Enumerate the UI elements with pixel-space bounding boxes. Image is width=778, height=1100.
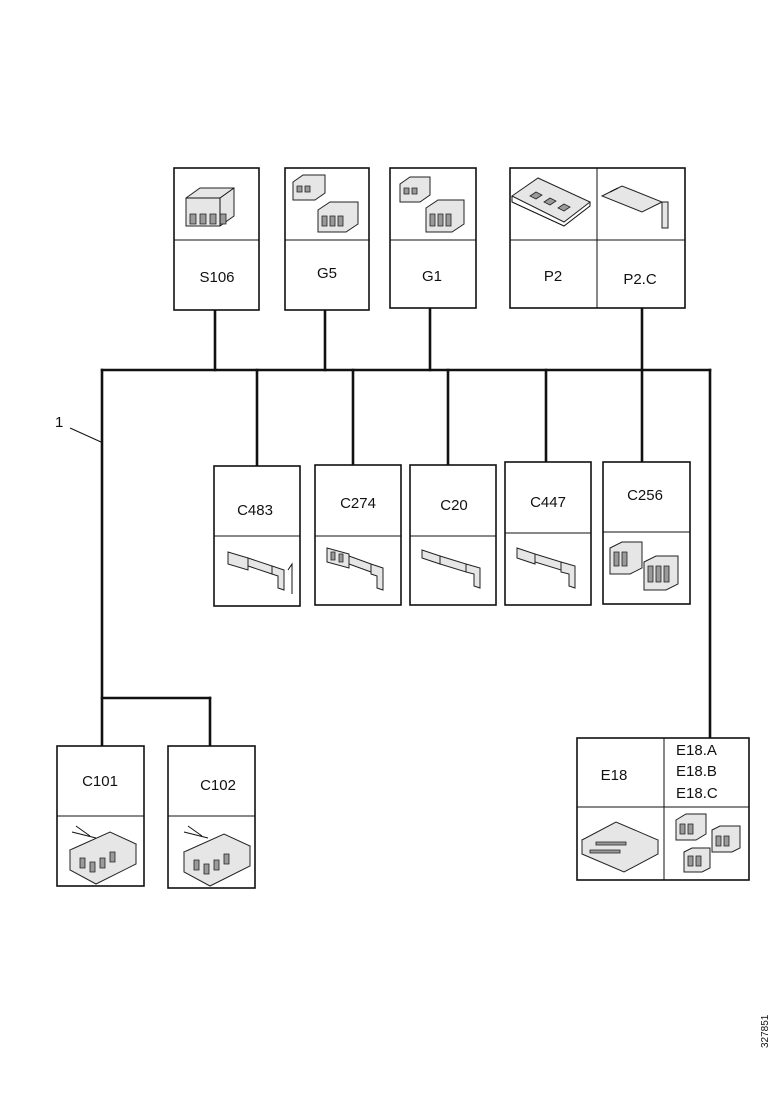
e18a-label: E18.A xyxy=(676,742,717,759)
connector-c483: C483 xyxy=(213,465,301,607)
connector-c101: C101 xyxy=(56,745,145,887)
harness-number: 1 xyxy=(55,414,63,431)
connector-c256: C256 xyxy=(602,461,691,605)
c101-label: C101 xyxy=(82,773,118,790)
connector-c447: C447 xyxy=(504,461,592,606)
connector-housing-icon xyxy=(511,177,591,227)
e18b-label: E18.B xyxy=(676,763,717,780)
connector-c20: C20 xyxy=(409,464,497,606)
connector-housing-icon xyxy=(399,176,465,233)
harness-wires xyxy=(100,306,712,750)
terminal-pin-icon xyxy=(516,547,576,589)
c274-label: C274 xyxy=(340,495,376,512)
p2c-label: P2.C xyxy=(623,271,657,288)
e18-label: E18 xyxy=(601,767,628,784)
terminal-pin-icon xyxy=(600,185,669,229)
connector-housing-icon xyxy=(675,813,741,873)
terminal-pin-icon xyxy=(421,549,481,589)
figure-id: 327851 xyxy=(760,1014,771,1048)
connector-c102: C102 xyxy=(167,745,256,889)
terminal-pin-icon xyxy=(326,547,384,591)
c20-label: C20 xyxy=(440,497,468,514)
connector-housing-icon xyxy=(292,174,359,233)
connector-housing-icon xyxy=(609,541,679,591)
connector-c274: C274 xyxy=(314,464,402,606)
connector-g1: G1 xyxy=(389,167,477,309)
ecu-module-icon xyxy=(580,821,660,873)
e18c-label: E18.C xyxy=(676,785,718,802)
p2-label: P2 xyxy=(544,268,562,285)
callout-leader xyxy=(69,427,102,443)
connector-e18: E18 E18.A E18.B E18.C xyxy=(576,737,750,881)
g1-label: G1 xyxy=(422,268,442,285)
c102-label: C102 xyxy=(200,777,236,794)
connector-housing-icon xyxy=(182,825,252,887)
terminal-pin-icon xyxy=(227,551,293,594)
c447-label: C447 xyxy=(530,494,566,511)
connector-s106: S106 xyxy=(173,167,260,311)
c483-label: C483 xyxy=(237,502,273,519)
connector-housing-icon xyxy=(68,825,138,885)
connector-g5: G5 xyxy=(284,167,370,311)
c256-label: C256 xyxy=(627,487,663,504)
harness-callout: 1 xyxy=(55,414,102,443)
connector-housing-icon xyxy=(185,187,235,227)
connector-p2: P2 P2.C xyxy=(509,167,686,309)
s106-label: S106 xyxy=(199,269,234,286)
g5-label: G5 xyxy=(317,265,337,282)
